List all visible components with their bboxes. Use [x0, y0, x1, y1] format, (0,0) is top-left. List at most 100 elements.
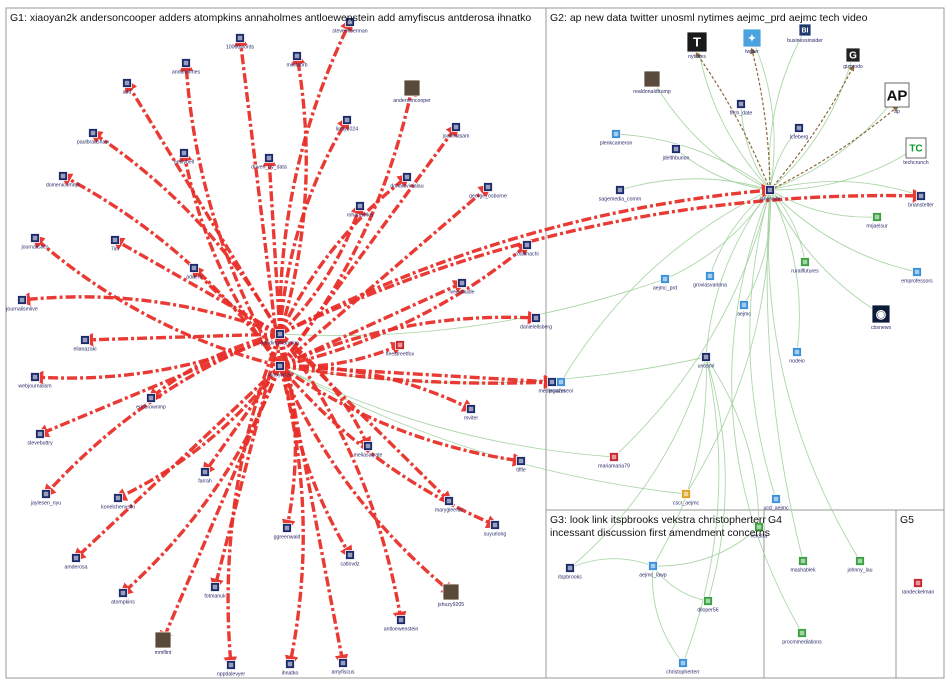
node-label: lindy2024 — [336, 127, 358, 133]
node-farrah[interactable]: farrah — [198, 468, 212, 485]
svg-text:◉: ◉ — [876, 307, 887, 321]
node-label: journalistics — [20, 245, 49, 251]
node-label: ihnatko — [282, 671, 299, 677]
node-label: cbsnews — [871, 325, 892, 331]
node-label: ggreenwald — [274, 535, 301, 541]
node-label: procmmediations — [782, 640, 822, 646]
node-label: aejmc — [737, 312, 751, 318]
node-label: fleestreetfox — [386, 352, 415, 358]
node-label: rurallfutures — [791, 269, 819, 275]
node-label: janemyhi — [759, 197, 781, 203]
node-label: mashablek — [790, 568, 815, 574]
node-label: groviasvarinna — [693, 283, 727, 289]
node-label: journalismlive — [5, 307, 38, 313]
svg-text:✦: ✦ — [748, 34, 756, 45]
group-title-g1: G1: xiaoyan2k andersoncooper adders atom… — [10, 12, 531, 24]
node-label: twitter — [745, 49, 759, 55]
node-label: add — [123, 90, 132, 96]
svg-text:T: T — [693, 35, 701, 50]
node-label: sagemedia_comm — [599, 197, 641, 203]
svg-text:BI: BI — [802, 27, 809, 34]
node-label: nodeio — [789, 359, 805, 365]
group-title-g3: G3: look link itspbrooks vekstra christo… — [550, 514, 766, 526]
group-panel-g2 — [546, 8, 944, 510]
node-label: techcrunch — [903, 160, 928, 166]
node-label: atompkins — [111, 600, 135, 606]
node-label: marygleefaz — [435, 508, 464, 514]
node-label: ucd_aejmc — [763, 506, 788, 512]
group-title-g4: G4 — [768, 514, 782, 526]
node-label: joanmasam — [442, 134, 470, 140]
node-label: suyuriong — [484, 532, 507, 538]
node-label: randeckelman — [902, 590, 935, 596]
node-label: jdelthbunon — [662, 156, 690, 162]
node-label: annaholmes — [172, 70, 201, 76]
node-label: stevebuttry — [27, 441, 53, 447]
node-label: aejmc_lawp — [639, 573, 667, 579]
node-label: driven_by_data — [251, 165, 287, 171]
node-label: danielellsberg — [520, 325, 552, 331]
node-label: konelchenvsiki — [101, 505, 135, 511]
node-label: nppdalevyer — [217, 672, 246, 678]
node-label: jshuzy9205 — [437, 602, 464, 608]
node-label: iveeddudle — [449, 290, 474, 296]
group-title-g5: G5 — [900, 514, 914, 526]
node-label: aejmc_prd — [653, 286, 677, 292]
node-label: pcrafuseoi — [549, 389, 573, 395]
node-label: christopherterr — [666, 670, 700, 676]
node-label: steveellberman — [332, 29, 367, 35]
node-label: tiffle — [516, 468, 526, 474]
group-panel-g4 — [764, 510, 896, 678]
node-label: 10000words — [226, 45, 255, 51]
node-label: 7im — [111, 247, 119, 253]
node-label: realdonaldtrump — [633, 89, 671, 95]
node-label: emprofessors — [901, 279, 933, 285]
node-label: rohanaelkis — [347, 213, 374, 219]
node-add[interactable]: add — [123, 79, 132, 96]
node-label: nytimes — [688, 54, 706, 60]
svg-text:TC: TC — [909, 144, 922, 155]
node-techcrunch[interactable]: TC techcrunch — [903, 138, 928, 166]
node-label: xiaoyan2k — [268, 373, 292, 379]
node-label: farrah — [198, 479, 212, 485]
node-label: fitch_date — [730, 111, 753, 117]
node-label: mmflint — [155, 650, 172, 656]
node-label: amyfiscus — [331, 670, 354, 676]
node-label: catlovdz — [340, 562, 359, 568]
node-label: andersoncooper — [393, 98, 431, 104]
node-label: lcfeberg — [790, 135, 809, 141]
node-label: gizmodo — [843, 64, 863, 70]
node-twitter[interactable]: ✦ twitter — [743, 29, 761, 55]
node-label: george_osborne — [469, 194, 507, 200]
node-label: roallinachi — [515, 252, 538, 258]
node-cbsnews[interactable]: ◉ cbsnews — [871, 305, 892, 331]
node-label: johnny_lau — [846, 568, 872, 574]
node-label: mariamaria79 — [598, 464, 630, 470]
node-label: jlandingthanning — [260, 341, 299, 347]
node-label: brianstelter — [908, 203, 934, 209]
node-label: webjournalism — [18, 384, 51, 390]
node-tiffle[interactable]: tiffle — [516, 457, 526, 474]
node-label: meliasalyate — [354, 453, 383, 459]
svg-text:AP: AP — [887, 87, 908, 104]
svg-text:G: G — [849, 51, 857, 62]
node-mmflint[interactable]: mmflint — [155, 632, 172, 656]
node-label: mviter — [464, 416, 478, 422]
node-label: cscr_aejmc — [673, 501, 700, 507]
node-label: donaldvinlalau — [390, 184, 423, 190]
node-7im[interactable]: 7im — [111, 236, 120, 253]
group-title-g3-line2: incessant discussion first amendment con… — [550, 527, 770, 539]
node-label: adders — [186, 275, 202, 281]
node-label: fotmanuk — [204, 594, 226, 600]
node-label: antloewenstein — [384, 627, 419, 633]
node-label: mrjaelsur — [866, 224, 888, 230]
node-label: itspbrooks — [558, 575, 582, 581]
node-label: jaylesen_nyu — [30, 501, 61, 507]
node-label: emilybell — [174, 160, 194, 166]
node-label: domenicomrlpr — [46, 183, 81, 189]
node-label: plenkcameron — [600, 141, 633, 147]
node-label: paulbradshaw — [77, 140, 110, 146]
node-label: dlloper56 — [697, 608, 718, 614]
